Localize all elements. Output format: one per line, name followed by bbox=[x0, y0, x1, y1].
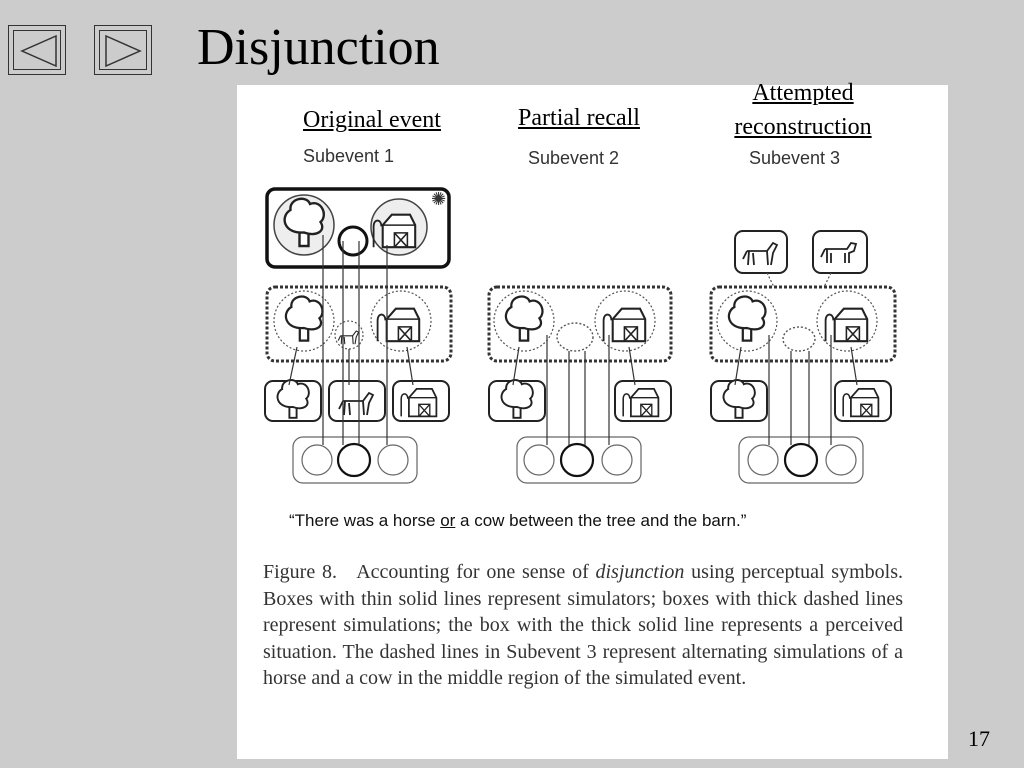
disjunction-diagram: ✺ bbox=[264, 187, 897, 484]
heading-original-event: Original event bbox=[303, 107, 441, 133]
caption-italic: disjunction bbox=[595, 561, 685, 583]
subevent-3-diagram bbox=[709, 230, 897, 484]
subevent-1-label: Subevent 1 bbox=[303, 146, 395, 166]
quote-part-1: “There was a horse bbox=[289, 511, 441, 530]
triangle-right-icon bbox=[105, 34, 142, 68]
subevent-2-label: Subevent 2 bbox=[528, 148, 620, 168]
heading-partial-recall: Partial recall bbox=[518, 105, 640, 131]
caption-text-2: using perceptual symbols. Boxes with thi… bbox=[263, 561, 903, 689]
figure-caption: Figure 8. Accounting for one sense of di… bbox=[263, 559, 903, 692]
subevent-2-diagram bbox=[487, 285, 673, 484]
figure-quote: “There was a horse or a cow between the … bbox=[289, 511, 746, 531]
heading-attempted-line2: reconstruction bbox=[734, 114, 872, 140]
next-slide-frame bbox=[99, 30, 147, 70]
slide-title: Disjunction bbox=[197, 19, 440, 76]
figure-panel: Original event Partial recall Attempted … bbox=[237, 80, 948, 759]
caption-text-1: Accounting for one sense of bbox=[356, 561, 596, 583]
caption-label: Figure 8. bbox=[263, 561, 337, 583]
svg-text:✺: ✺ bbox=[431, 189, 446, 210]
previous-slide-button[interactable] bbox=[8, 25, 66, 75]
quote-part-2: a cow between the tree and the barn.” bbox=[455, 511, 747, 530]
subevent-3-label: Subevent 3 bbox=[749, 148, 841, 168]
next-slide-button[interactable] bbox=[94, 25, 152, 75]
triangle-left-icon bbox=[20, 34, 57, 68]
page-number: 17 bbox=[968, 726, 990, 751]
quote-or: or bbox=[440, 511, 456, 530]
previous-slide-frame bbox=[13, 30, 61, 70]
heading-attempted-line1: Attempted bbox=[752, 80, 854, 106]
subevent-1-diagram: ✺ bbox=[264, 187, 453, 484]
